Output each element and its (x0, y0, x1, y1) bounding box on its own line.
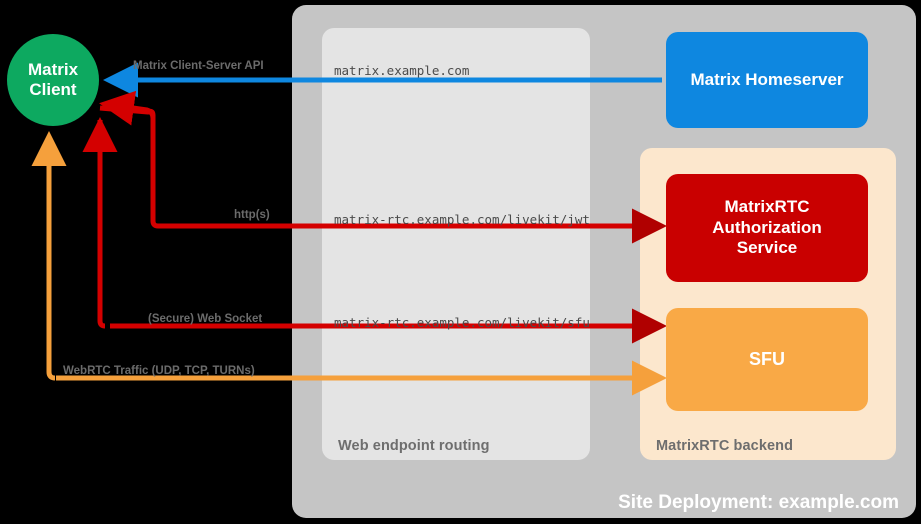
connector-webrtc-traffic (31, 131, 667, 396)
flow-label-https: http(s) (234, 209, 270, 221)
node-matrix-homeserver[interactable]: Matrix Homeserver (666, 32, 868, 128)
node-matrix-homeserver-label: Matrix Homeserver (690, 69, 844, 89)
client-label-line1: Matrix (27, 59, 79, 79)
caption-web-endpoint-routing: Web endpoint routing (338, 438, 490, 454)
client-label-line2: Client (29, 80, 77, 99)
site-deployment-title: Site Deployment: example.com (618, 492, 899, 513)
connector-secure-web-socket (82, 117, 667, 344)
auth-label-line2: Authorization (712, 217, 822, 237)
node-matrix-client-label: Matrix Client (28, 60, 78, 101)
web-endpoint-routing-panel (322, 28, 590, 460)
node-sfu-label: SFU (749, 348, 785, 369)
auth-label-line1: MatrixRTC (724, 196, 810, 216)
node-matrixrtc-authorization-service[interactable]: MatrixRTC Authorization Service (666, 174, 868, 282)
flow-label-secure-web-socket: (Secure) Web Socket (148, 313, 263, 325)
connector-https (99, 90, 667, 244)
caption-matrixrtc-backend: MatrixRTC backend (656, 438, 794, 454)
flow-label-matrix-client-server-api: Matrix Client-Server API (133, 60, 264, 72)
node-auth-label: MatrixRTC Authorization Service (712, 197, 822, 259)
node-matrix-client[interactable]: Matrix Client (7, 34, 99, 126)
endpoint-livekit-sfu: matrix-rtc.example.com/livekit/sfu (334, 315, 590, 330)
endpoint-matrix-root: matrix.example.com (334, 63, 470, 78)
auth-label-line3: Service (736, 238, 798, 258)
flow-label-webrtc-traffic: WebRTC Traffic (UDP, TCP, TURNs) (63, 365, 255, 377)
endpoint-livekit-jwt: matrix-rtc.example.com/livekit/jwt (334, 212, 590, 227)
node-sfu[interactable]: SFU (666, 308, 868, 411)
